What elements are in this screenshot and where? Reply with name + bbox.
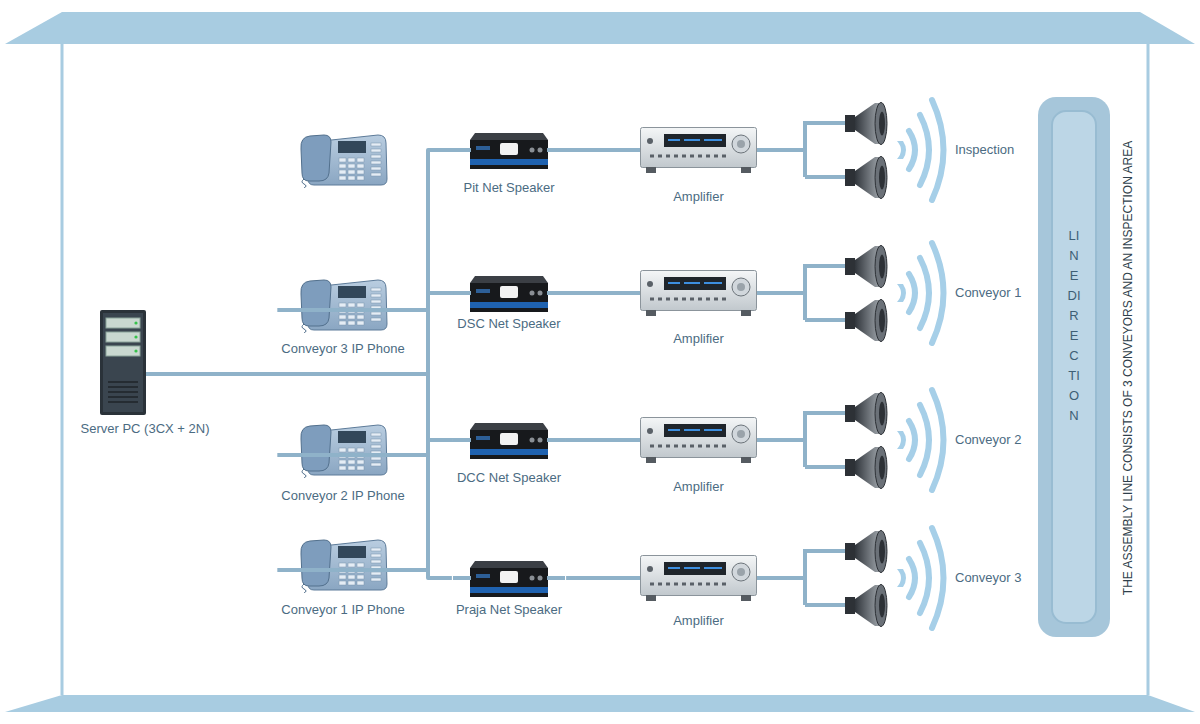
network-cable xyxy=(757,438,805,442)
roof xyxy=(5,12,1195,44)
node-label: Pit Net Speaker xyxy=(463,180,554,195)
net-speaker: DCC Net Speaker xyxy=(453,419,565,489)
network-cable xyxy=(220,374,428,455)
net-speaker-icon xyxy=(470,423,548,459)
node-label: Server PC (3CX + 2N) xyxy=(81,421,210,436)
band-outer xyxy=(1038,97,1110,637)
floor xyxy=(5,695,1195,712)
server-icon xyxy=(100,310,146,415)
horn-speaker xyxy=(845,157,887,199)
phone-icon xyxy=(301,425,387,478)
net-speaker: DSC Net Speaker xyxy=(453,272,564,335)
node-label: Conveyor 1 IP Phone xyxy=(281,602,404,617)
horn-speaker xyxy=(845,300,887,342)
node-label: Amplifier xyxy=(673,613,724,628)
side-note: THE ASSEMBLY LINE CONSISTS OF 3 CONVEYOR… xyxy=(1121,141,1135,595)
node-label: Praja Net Speaker xyxy=(456,602,562,617)
amplifier-icon xyxy=(641,128,757,174)
server: Server PC (3CX + 2N) xyxy=(70,300,220,448)
network-cable xyxy=(220,310,428,374)
node-label: Inspection xyxy=(955,142,1014,157)
network-cable xyxy=(566,576,640,580)
amplifier-icon xyxy=(641,271,757,317)
node-label: Conveyor 3 IP Phone xyxy=(281,341,404,356)
node-label: Conveyor 1 xyxy=(955,285,1021,300)
network-cable xyxy=(564,148,640,152)
amplifier: Amplifier xyxy=(640,555,757,632)
network-cable xyxy=(220,293,453,374)
node-label: Amplifier xyxy=(673,479,724,494)
phone-icon xyxy=(301,280,387,333)
horn-speaker xyxy=(845,246,887,288)
node-label: Conveyor 2 xyxy=(955,432,1021,447)
network-cable xyxy=(220,150,454,374)
amplifier: Amplifier xyxy=(640,270,757,350)
horn-speaker xyxy=(845,531,887,573)
node-label: Conveyor 2 IP Phone xyxy=(281,488,404,503)
amplifier-icon xyxy=(641,418,757,464)
ip-phone: Conveyor 1 IP Phone xyxy=(277,528,408,621)
horn-speaker xyxy=(845,585,887,627)
speaker-zone: Conveyor 3 xyxy=(805,528,1033,628)
amplifier: Amplifier xyxy=(640,127,757,208)
speaker-zone: Conveyor 2 xyxy=(805,390,1033,490)
sound-waves xyxy=(897,243,944,343)
node-label: Amplifier xyxy=(673,189,724,204)
network-cable xyxy=(757,291,805,295)
network-cable xyxy=(220,374,452,578)
phone-icon xyxy=(301,540,387,593)
amplifier: Amplifier xyxy=(640,417,757,498)
speaker-zone: Inspection xyxy=(805,100,1033,200)
speaker-zone: Conveyor 1 xyxy=(805,243,1033,343)
horn-speaker xyxy=(845,447,887,489)
ip-phone: Conveyor 2 IP Phone xyxy=(277,413,408,507)
net-speaker: Praja Net Speaker xyxy=(452,557,566,621)
band-label: LINE DIRECTION xyxy=(1068,226,1081,426)
network-cable xyxy=(565,291,640,295)
sound-waves xyxy=(897,390,944,490)
network-cable xyxy=(220,374,428,570)
sound-waves xyxy=(897,100,944,200)
wall xyxy=(62,44,1148,695)
ip-phone: Conveyor 3 IP Phone xyxy=(277,268,408,360)
node-label: Conveyor 3 xyxy=(955,570,1021,585)
band-outline xyxy=(1038,97,1110,637)
amplifier-icon xyxy=(641,556,757,602)
net-speaker-icon xyxy=(470,561,548,597)
network-cable xyxy=(757,148,805,152)
node-label: DSC Net Speaker xyxy=(457,316,560,331)
node-label: Amplifier xyxy=(673,331,724,346)
band-inner xyxy=(1052,111,1096,623)
horn-speaker xyxy=(845,103,887,145)
line-direction-band: LINE DIRECTION xyxy=(1038,97,1110,637)
net-speaker: Pit Net Speaker xyxy=(454,129,564,199)
net-speaker-icon xyxy=(470,133,548,169)
sound-waves xyxy=(897,528,944,628)
horn-speaker xyxy=(845,393,887,435)
network-cable xyxy=(220,374,453,440)
cable-stub xyxy=(146,121,848,605)
net-speaker-icon xyxy=(470,276,548,312)
network-cable xyxy=(757,576,805,580)
network-cable xyxy=(565,438,640,442)
node-label: DCC Net Speaker xyxy=(457,470,561,485)
phone-icon xyxy=(301,135,387,188)
